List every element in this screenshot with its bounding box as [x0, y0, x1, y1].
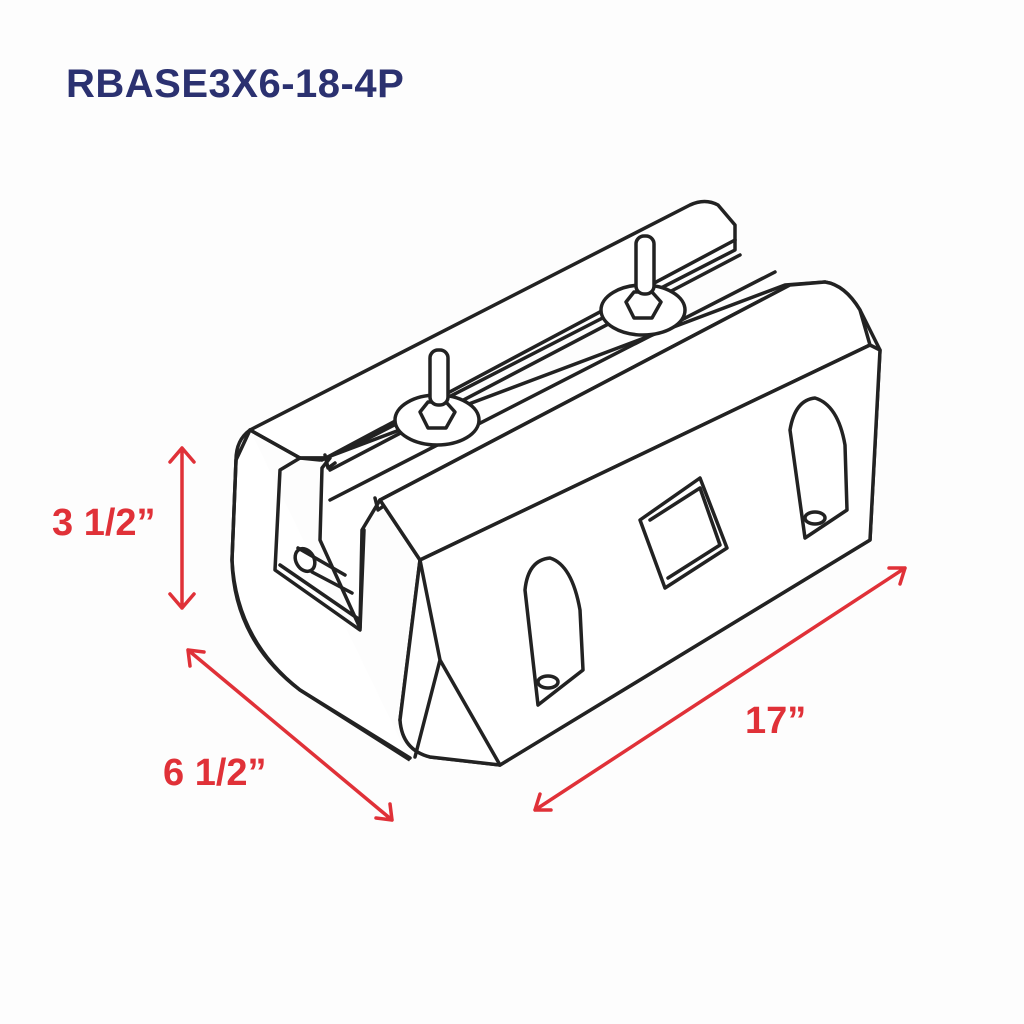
square-pocket [638, 476, 729, 590]
length-dimension-label: 17” [745, 700, 807, 742]
mount-slot-left [523, 556, 585, 707]
product-title: RBASE3X6-18-4P [66, 62, 405, 106]
front-right-block [378, 280, 872, 562]
bolt-right-icon [599, 234, 687, 337]
back-top-rail [248, 199, 737, 460]
mount-slot-right [788, 396, 849, 540]
width-arrow-icon [186, 648, 394, 822]
length-arrow-icon [533, 566, 907, 812]
height-arrow-icon [168, 446, 196, 610]
width-dimension-label: 6 1/2” [163, 752, 267, 794]
channel-rail [320, 238, 792, 502]
bolt-left-icon [393, 348, 481, 447]
height-dimension-label: 3 1/2” [52, 502, 156, 544]
